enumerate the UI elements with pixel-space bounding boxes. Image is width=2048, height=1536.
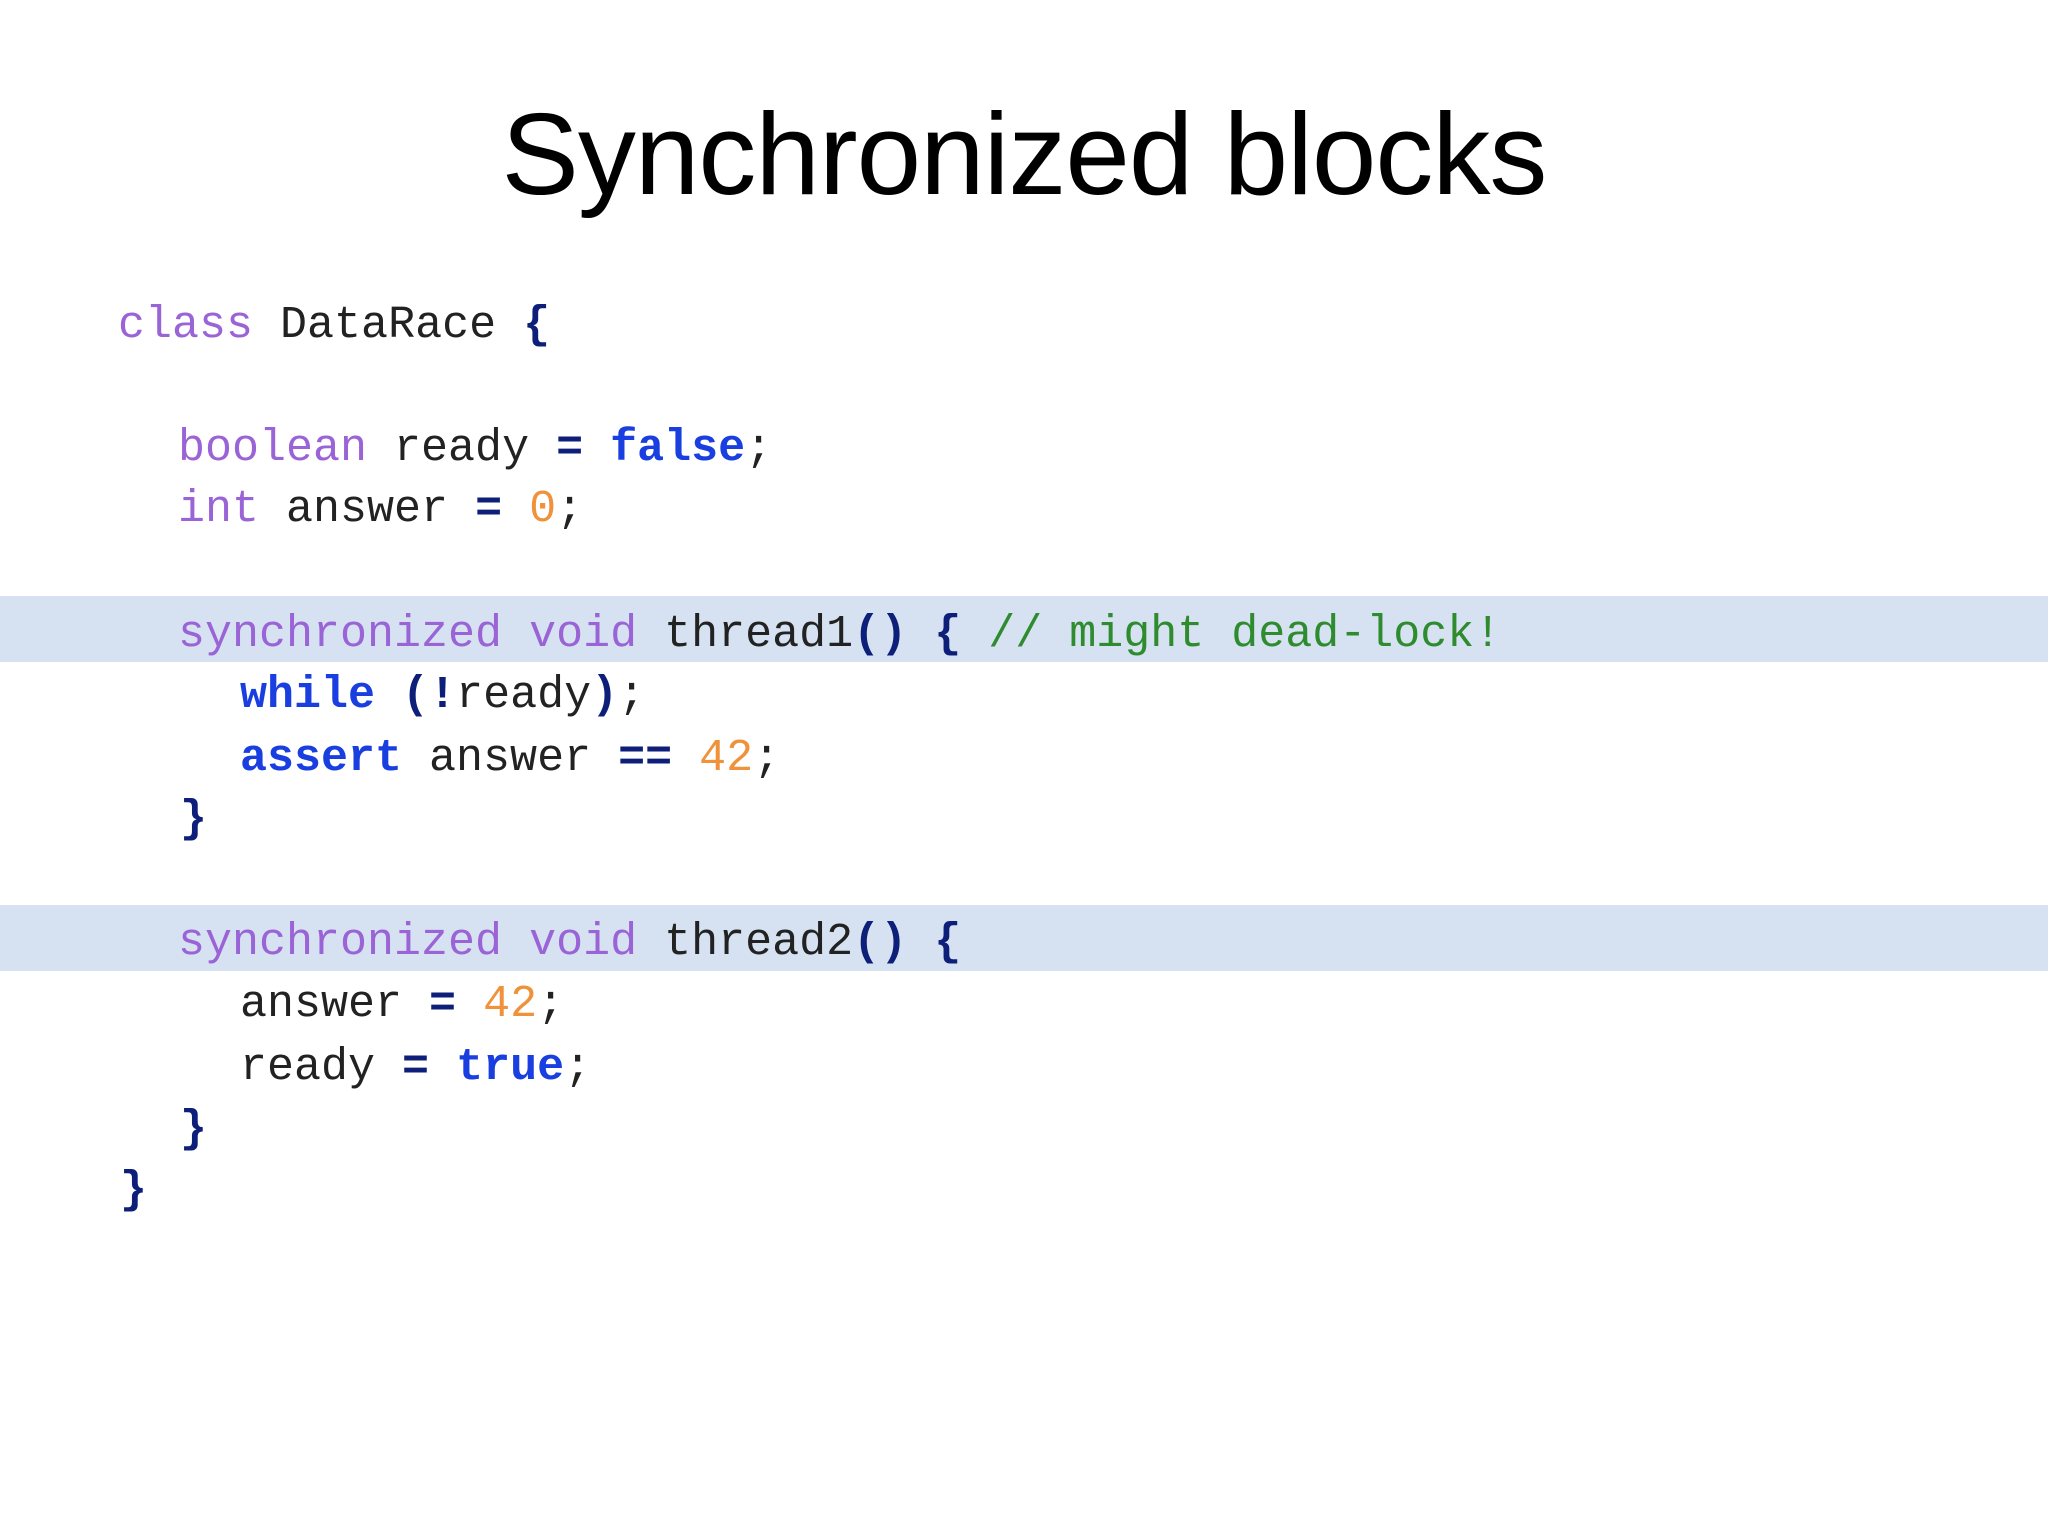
var-ready: ready [240, 1042, 376, 1093]
method-thread2: thread2 [664, 917, 854, 968]
parens: () [853, 609, 908, 660]
var-answer: answer [240, 979, 403, 1030]
code-line-ready-assign: ready = true; [240, 1038, 591, 1098]
assign-op: = [402, 1042, 430, 1093]
close-paren: ) [591, 670, 619, 721]
code-line-ready-decl: boolean ready = false; [178, 419, 772, 479]
type-void: void [529, 917, 638, 968]
code-line-answer-decl: int answer = 0; [178, 480, 583, 540]
var-answer: answer [286, 484, 449, 535]
code-line-while: while (!ready); [240, 666, 645, 726]
code-line-class-decl: class DataRace { [118, 296, 550, 356]
paren-not: (! [402, 670, 457, 721]
open-brace: { [523, 300, 551, 351]
comment-dead-lock: // might dead-lock! [988, 609, 1502, 660]
code-line-close-thread2: } [180, 1100, 207, 1160]
open-brace: { [934, 609, 962, 660]
semicolon: ; [556, 484, 584, 535]
code-line-answer-assign: answer = 42; [240, 975, 564, 1035]
slide-title: Synchronized blocks [501, 89, 1548, 219]
highlight-thread1 [0, 596, 2048, 662]
open-brace: { [934, 917, 962, 968]
code-block: class DataRace { boolean ready = false; … [118, 0, 1501, 1377]
semicolon: ; [564, 1042, 592, 1093]
code-line-assert: assert answer == 42; [240, 729, 780, 789]
assign-op: = [556, 423, 584, 474]
modifier-synchronized: synchronized [178, 917, 503, 968]
var-answer: answer [429, 733, 592, 784]
assign-op: = [475, 484, 503, 535]
code-line-close-thread1: } [180, 790, 207, 850]
close-brace: } [180, 794, 208, 845]
code-line-close-class: } [120, 1161, 147, 1221]
type-int: int [178, 484, 260, 535]
literal-42: 42 [483, 979, 538, 1030]
literal-zero: 0 [529, 484, 557, 535]
method-thread1: thread1 [664, 609, 854, 660]
keyword-assert: assert [240, 733, 403, 784]
class-name: DataRace [280, 300, 497, 351]
keyword-while: while [240, 670, 376, 721]
modifier-synchronized: synchronized [178, 609, 503, 660]
type-void: void [529, 609, 638, 660]
semicolon: ; [745, 423, 773, 474]
keyword-class: class [118, 300, 254, 351]
close-brace: } [180, 1104, 208, 1155]
parens: () [853, 917, 908, 968]
close-brace: } [120, 1165, 148, 1216]
var-ready: ready [394, 423, 530, 474]
type-boolean: boolean [178, 423, 368, 474]
semicolon: ; [537, 979, 565, 1030]
assign-op: = [429, 979, 457, 1030]
semicolon: ; [753, 733, 781, 784]
literal-false: false [610, 423, 746, 474]
semicolon: ; [618, 670, 646, 721]
code-line-thread2-decl: synchronized void thread2() { [178, 913, 961, 973]
code-line-thread1-decl: synchronized void thread1() { // might d… [178, 605, 1501, 665]
var-ready: ready [456, 670, 592, 721]
literal-true: true [456, 1042, 565, 1093]
literal-42: 42 [699, 733, 754, 784]
equals-op: == [618, 733, 673, 784]
highlight-thread2 [0, 905, 2048, 971]
